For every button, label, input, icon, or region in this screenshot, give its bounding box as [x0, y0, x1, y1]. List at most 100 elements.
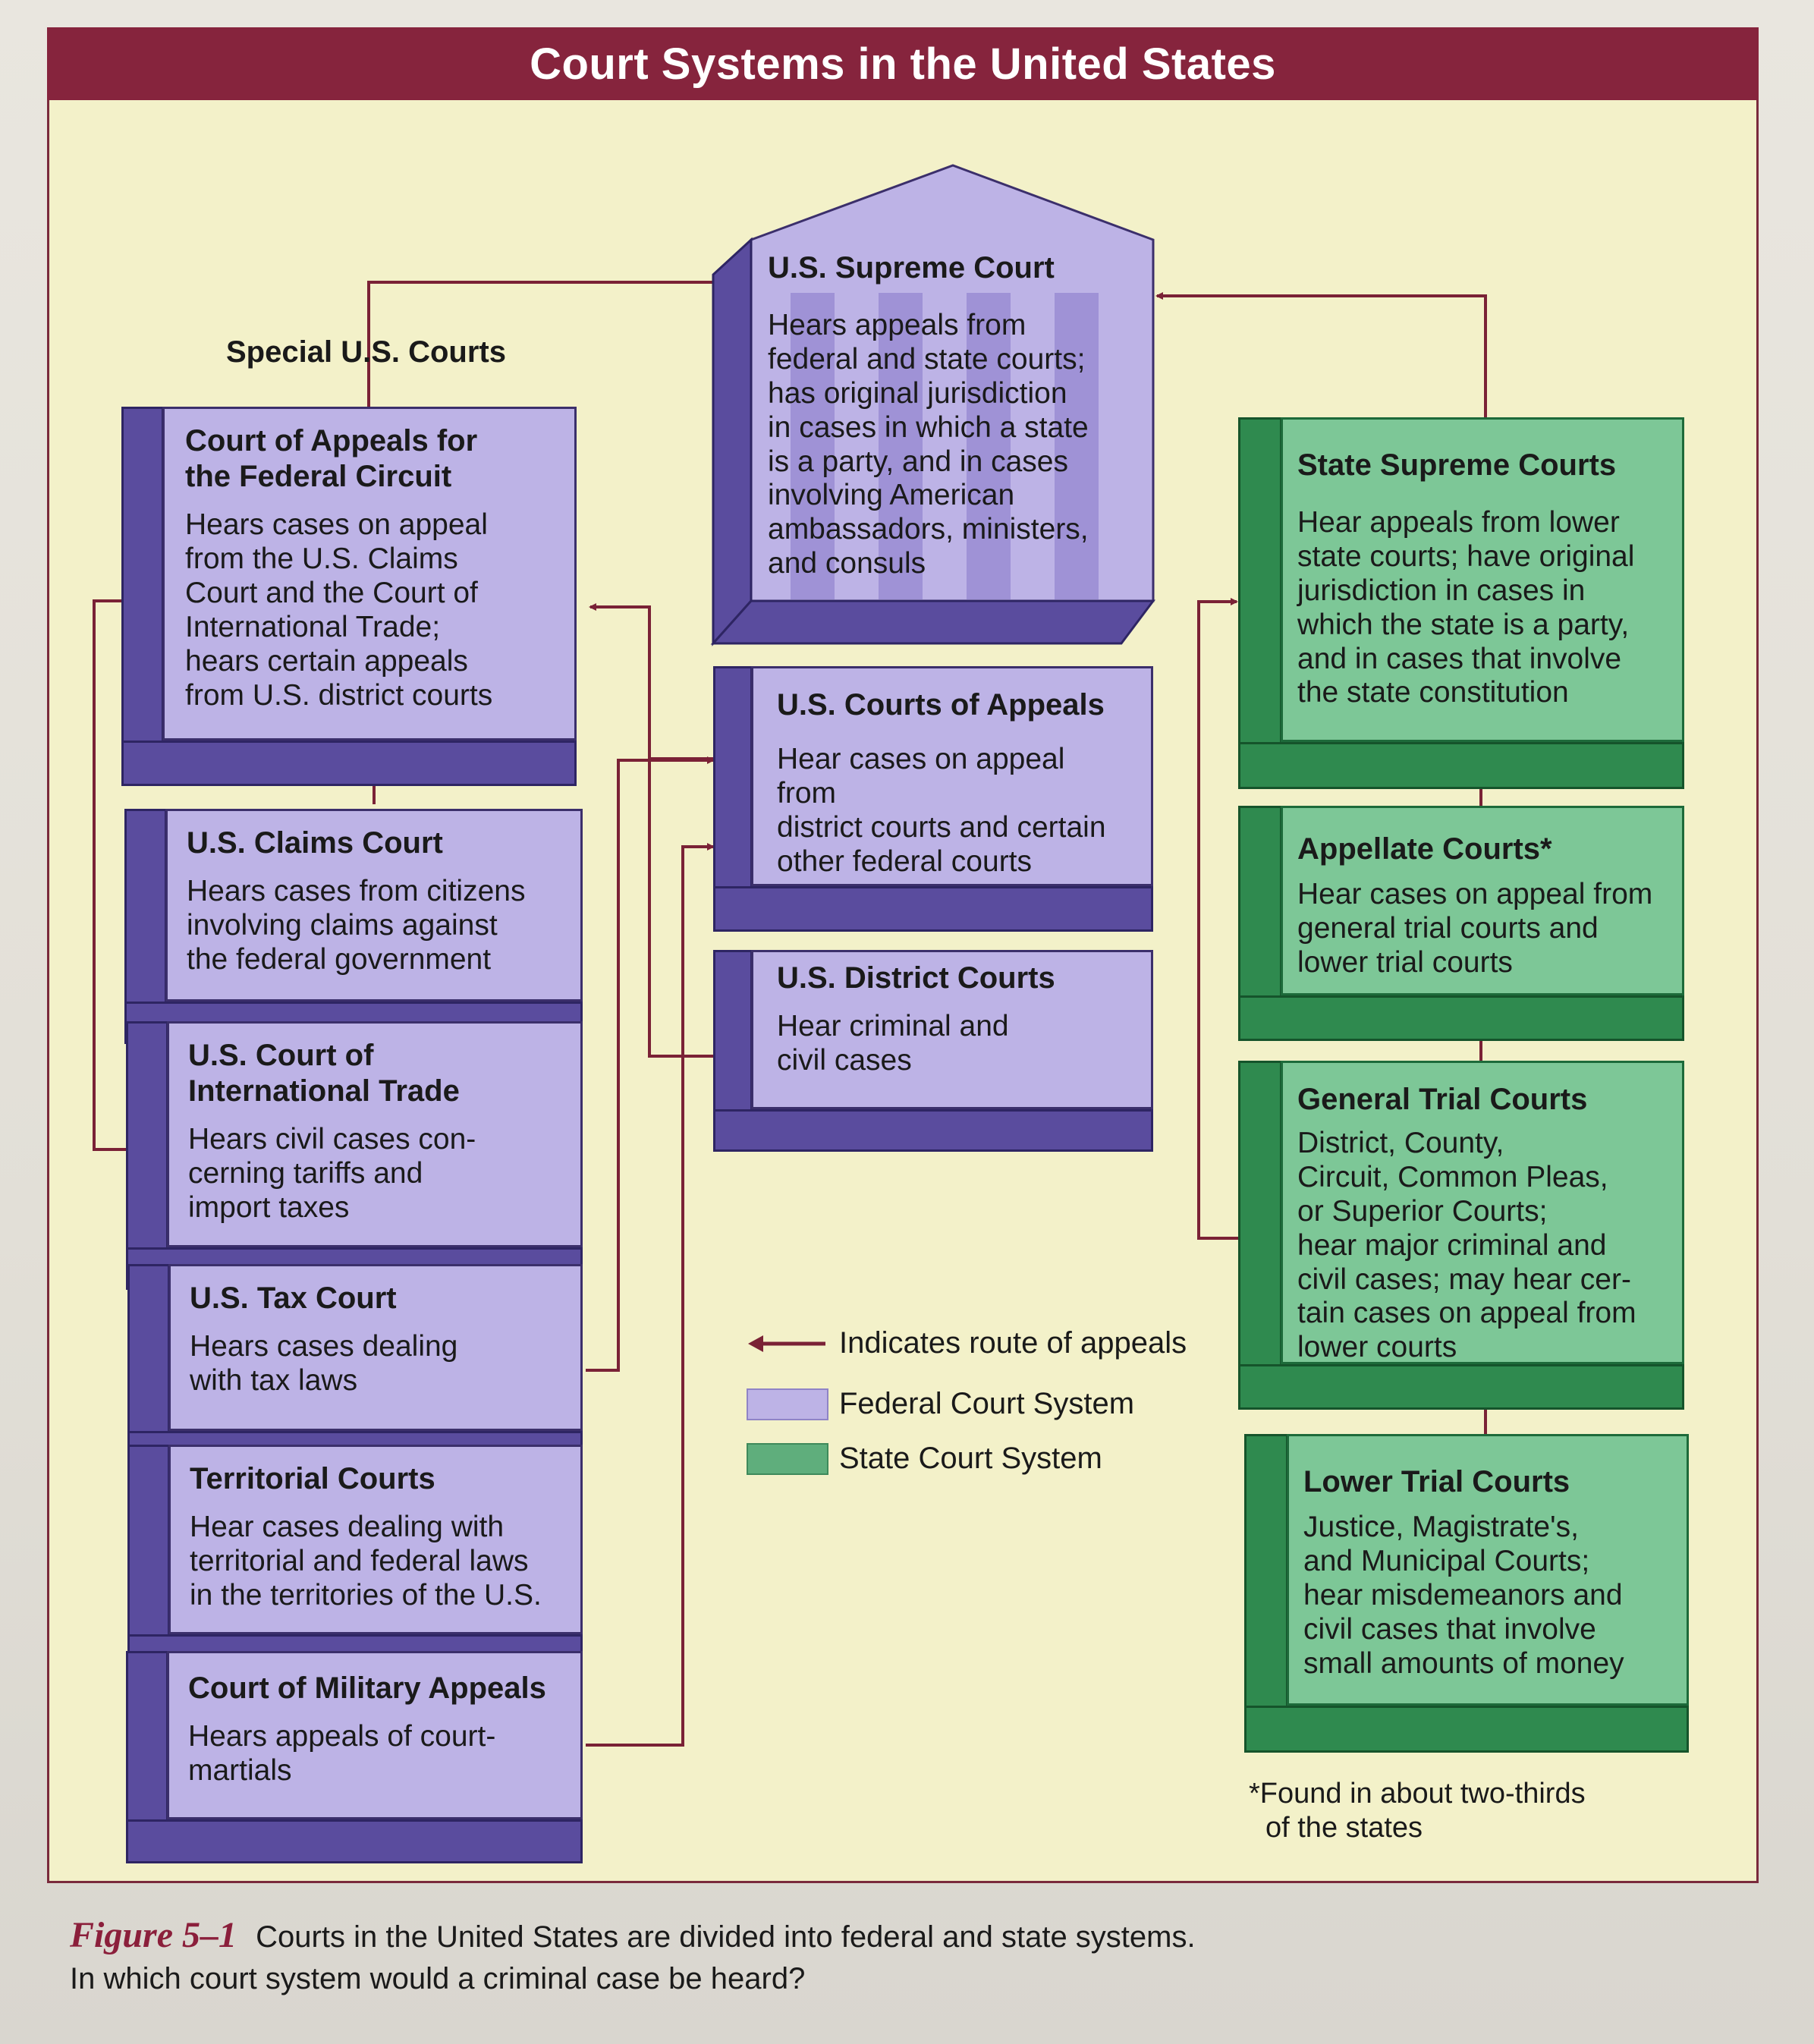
tax-court-text: Hears cases dealing with tax laws	[190, 1330, 561, 1398]
claims-court-text: Hears cases from citizens involving clai…	[187, 875, 561, 977]
legend-arrow-icon	[748, 1335, 825, 1352]
general-trial-text: District, County, Circuit, Common Pleas,…	[1297, 1127, 1668, 1365]
territorial-line: territorial and federal laws	[190, 1545, 529, 1578]
lower-line: Justice, Magistrate's,	[1303, 1511, 1579, 1544]
state-supreme-line: jurisdiction in cases in	[1297, 574, 1586, 607]
tax-court-box: U.S. Tax Court Hears cases dealing with …	[127, 1264, 583, 1473]
territorial-line: Hear cases dealing with	[190, 1511, 505, 1544]
legend-federal-row: Federal Court System	[747, 1387, 1134, 1421]
military-appeals-box: Court of Military Appeals Hears appeals …	[126, 1651, 583, 1863]
trade-title-line: U.S. Court of	[188, 1039, 374, 1072]
state-supreme-line: Hear appeals from lower	[1297, 506, 1620, 539]
appellate-courts-text: Hear cases on appeal from general trial …	[1297, 878, 1668, 980]
state-supreme-line: which the state is a party,	[1297, 608, 1630, 641]
supreme-court-text: Hears appeals from federal and state cou…	[768, 309, 1137, 581]
route-state-supreme-to-supreme	[1155, 292, 1487, 417]
route-military-to-appeals	[586, 843, 715, 1747]
trade-line: Hears civil cases con-	[188, 1123, 476, 1156]
footnote: *Found in about two-thirds of the states	[1249, 1777, 1586, 1845]
appeals-line: district courts and certain	[777, 810, 1106, 844]
route-trade-to-fed-circuit	[93, 597, 129, 1151]
tax-line: Hears cases dealing	[190, 1330, 458, 1363]
appellate-courts-title: Appellate Courts*	[1297, 832, 1552, 866]
supreme-line: and consuls	[768, 547, 926, 580]
federal-circuit-text: Hears cases on appeal from the U.S. Clai…	[185, 508, 554, 712]
district-courts-title: U.S. District Courts	[777, 961, 1055, 995]
appellate-line: Hear cases on appeal from	[1297, 878, 1653, 911]
territorial-courts-box: Territorial Courts Hear cases dealing wi…	[127, 1445, 583, 1677]
appellate-courts-box: Appellate Courts* Hear cases on appeal f…	[1238, 806, 1684, 1041]
general-line: civil cases; may hear cer-	[1297, 1263, 1631, 1296]
courts-of-appeals-title: U.S. Courts of Appeals	[777, 688, 1105, 722]
tax-court-title: U.S. Tax Court	[190, 1281, 397, 1315]
state-supreme-line: and in cases that involve	[1297, 642, 1622, 675]
lower-trial-courts-box: Lower Trial Courts Justice, Magistrate's…	[1244, 1434, 1689, 1753]
figure-label: Figure 5–1	[70, 1915, 237, 1955]
footnote-line: *Found in about two-thirds	[1249, 1778, 1586, 1810]
appellate-line: general trial courts and	[1297, 912, 1599, 945]
legend-state-swatch	[747, 1442, 828, 1475]
military-line: Hears appeals of court-	[188, 1720, 496, 1753]
special-courts-label: Special U.S. Courts	[226, 335, 506, 369]
federal-circuit-line: hears certain appeals	[185, 644, 468, 678]
state-supreme-title: State Supreme Courts	[1297, 448, 1617, 482]
trade-court-text: Hears civil cases con- cerning tariffs a…	[188, 1123, 561, 1225]
general-line: hear major criminal and	[1297, 1228, 1607, 1262]
military-appeals-text: Hears appeals of court- martials	[188, 1720, 561, 1788]
legend-appeals-label: Indicates route of appeals	[839, 1326, 1187, 1360]
district-line: Hear criminal and	[777, 1010, 1009, 1043]
appeals-line: Hear cases on appeal from	[777, 743, 1065, 810]
military-line: martials	[188, 1754, 292, 1788]
federal-circuit-line: Court and the Court of	[185, 577, 478, 610]
legend-state-row: State Court System	[747, 1442, 1102, 1476]
claims-line: involving claims against	[187, 909, 498, 942]
lower-line: hear misdemeanors and	[1303, 1578, 1623, 1612]
claims-line: Hears cases from citizens	[187, 875, 526, 908]
figure-title: Court Systems in the United States	[47, 27, 1759, 100]
legend-federal-label: Federal Court System	[839, 1387, 1135, 1420]
supreme-line: federal and state courts;	[768, 343, 1086, 376]
supreme-court-title: U.S. Supreme Court	[768, 251, 1055, 285]
supreme-line: ambassadors, ministers,	[768, 513, 1089, 546]
trade-court-title: U.S. Court of International Trade	[188, 1038, 561, 1109]
general-line: tain cases on appeal from	[1297, 1297, 1636, 1330]
state-supreme-line: the state constitution	[1297, 676, 1569, 709]
general-line: Circuit, Common Pleas,	[1297, 1161, 1608, 1194]
lower-line: civil cases that involve	[1303, 1612, 1596, 1646]
caption-line-2: In which court system would a criminal c…	[70, 1962, 806, 1996]
trade-court-box: U.S. Court of International Trade Hears …	[126, 1021, 583, 1290]
federal-circuit-line: International Trade;	[185, 610, 441, 643]
lower-line: and Municipal Courts;	[1303, 1545, 1590, 1578]
trade-title-line: International Trade	[188, 1074, 460, 1108]
district-line: civil cases	[777, 1044, 912, 1077]
supreme-line: Hears appeals from	[768, 309, 1026, 342]
federal-circuit-box: Court of Appeals for the Federal Circuit…	[121, 407, 577, 786]
route-general-to-state-supreme	[1197, 598, 1241, 1240]
territorial-line: in the territories of the U.S.	[190, 1578, 542, 1612]
federal-circuit-line: from the U.S. Claims	[185, 542, 458, 576]
general-line: District, County,	[1297, 1127, 1504, 1160]
federal-circuit-title-line: Court of Appeals for	[185, 424, 478, 458]
claims-court-box: U.S. Claims Court Hears cases from citiz…	[124, 809, 583, 1044]
general-trial-courts-box: General Trial Courts District, County, C…	[1238, 1061, 1684, 1410]
state-supreme-line: state courts; have original	[1297, 540, 1635, 574]
federal-circuit-line: Hears cases on appeal	[185, 508, 488, 542]
figure-caption: Figure 5–1 Courts in the United States a…	[70, 1912, 1701, 1998]
territorial-courts-title: Territorial Courts	[190, 1462, 435, 1495]
appeals-line: other federal courts	[777, 844, 1033, 878]
district-courts-text: Hear criminal and civil cases	[777, 1010, 1127, 1078]
military-appeals-title: Court of Military Appeals	[188, 1671, 546, 1705]
legend-federal-swatch	[747, 1388, 828, 1420]
supreme-line: involving American	[768, 479, 1015, 512]
district-courts-box: U.S. District Courts Hear criminal and c…	[713, 950, 1153, 1152]
general-line: or Superior Courts;	[1297, 1194, 1548, 1228]
lower-trial-title: Lower Trial Courts	[1303, 1465, 1570, 1498]
supreme-line: in cases in which a state	[768, 410, 1089, 444]
supreme-court-box: U.S. Supreme Court Hears appeals from fe…	[751, 240, 1153, 604]
federal-circuit-title: Court of Appeals for the Federal Circuit	[185, 423, 554, 495]
appellate-line: lower trial courts	[1297, 945, 1513, 979]
federal-circuit-title-line: the Federal Circuit	[185, 460, 452, 494]
territorial-courts-text: Hear cases dealing with territorial and …	[190, 1511, 561, 1613]
courts-of-appeals-box: U.S. Courts of Appeals Hear cases on app…	[713, 666, 1153, 932]
caption-line-1: Courts in the United States are divided …	[256, 1920, 1196, 1954]
